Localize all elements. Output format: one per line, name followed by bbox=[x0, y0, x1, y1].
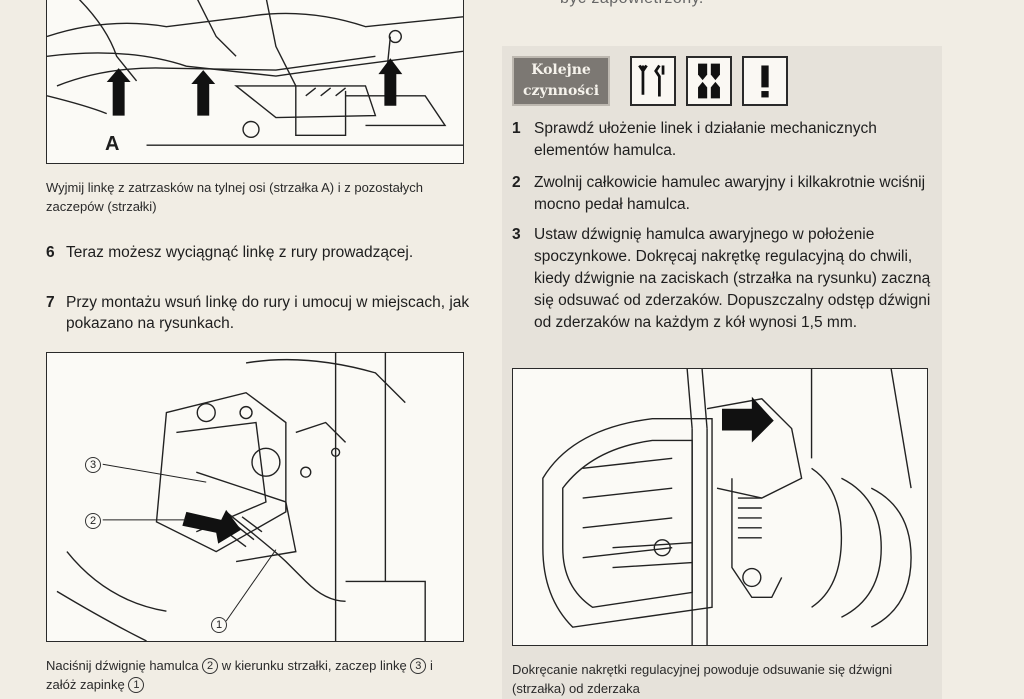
step-r2: 2 Zwolnij całkowicie hamulec awaryjny i … bbox=[512, 172, 937, 216]
callout-1: 1 bbox=[211, 617, 227, 633]
inline-callout-3: 3 bbox=[410, 658, 427, 674]
step-number: 2 bbox=[512, 174, 521, 191]
step-number: 1 bbox=[512, 120, 521, 137]
step-number: 3 bbox=[512, 226, 521, 243]
callout-3: 3 bbox=[85, 457, 101, 473]
figure-label-a: A bbox=[105, 133, 120, 155]
step-r1: 1 Sprawdź ułożenie linek i działanie mec… bbox=[512, 118, 937, 162]
step-text: Teraz możesz wyciągnąć linkę z rury prow… bbox=[66, 244, 414, 261]
next-steps-badge: Kolejne czynności bbox=[512, 56, 610, 106]
figure-caliper-adjustment bbox=[512, 368, 928, 646]
caption-mid: Naciśnij dźwignię hamulca 2 w kierunku s… bbox=[46, 658, 433, 693]
left-column: A Wyjmij linkę z zatrzasków na tylnej os… bbox=[40, 0, 470, 699]
warning-icon bbox=[742, 56, 788, 106]
step-text: Sprawdź ułożenie linek i działanie mecha… bbox=[534, 120, 877, 159]
step-text: Przy montażu wsuń linkę do rury i umocuj… bbox=[66, 294, 470, 332]
previous-page-fragment: być zapowietrzony. bbox=[560, 0, 704, 8]
caption-top: Wyjmij linkę z zatrzasków na tylnej osi … bbox=[46, 180, 423, 214]
parts-icon bbox=[686, 56, 732, 106]
inline-callout-1: 1 bbox=[128, 677, 145, 693]
figure-brake-lever: 3 2 1 bbox=[46, 352, 464, 642]
step-6: 6 Teraz możesz wyciągnąć linkę z rury pr… bbox=[46, 242, 470, 286]
callout-2: 2 bbox=[85, 513, 101, 529]
step-number: 6 bbox=[46, 244, 55, 261]
step-number: 7 bbox=[46, 294, 55, 311]
step-text: Zwolnij całkowicie hamulec awaryjny i ki… bbox=[534, 174, 926, 213]
step-7: 7 Przy montażu wsuń linkę do rury i umoc… bbox=[46, 292, 470, 336]
inline-callout-2: 2 bbox=[202, 658, 219, 674]
step-r3: 3 Ustaw dźwignię hamulca awaryjnego w po… bbox=[512, 224, 937, 344]
figure-rear-axle-cable: A bbox=[46, 0, 464, 164]
caption-right: Dokręcanie nakrętki regulacyjnej powoduj… bbox=[512, 662, 893, 696]
step-text: Ustaw dźwignię hamulca awaryjnego w poło… bbox=[534, 226, 931, 331]
tools-icon bbox=[630, 56, 676, 106]
